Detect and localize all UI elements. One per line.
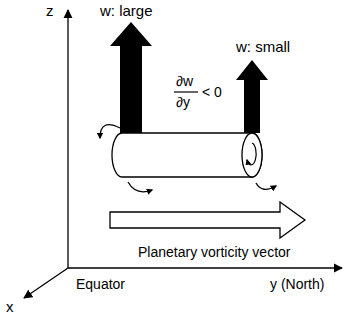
y-axis [68,267,342,268]
fraction-denominator: ∂y [176,94,190,111]
x-axis [24,268,68,298]
equator-label: Equator [76,276,125,293]
rotation-arrow [128,182,152,192]
velocity-label: w: small [236,38,290,55]
axis-label: x [6,298,14,315]
axis-label: z [46,2,54,19]
fraction-numerator: ∂w [176,73,193,90]
rotation-arrow [100,125,120,138]
vector-label: Planetary vorticity vector [138,244,291,261]
velocity-label: w: large [100,2,153,19]
rotation-arrow [256,183,276,189]
fraction-bar [174,91,198,92]
small-w-arrow [236,60,268,133]
large-w-arrow [110,22,152,133]
z-axis [67,10,68,268]
planetary-vorticity-arrow [110,202,305,238]
axis-label: y (North) [270,276,324,293]
vortex-tube [112,133,262,177]
inequality-text: < 0 [202,84,222,101]
tube-end-face [242,133,262,177]
rotation-arrow [247,143,256,165]
